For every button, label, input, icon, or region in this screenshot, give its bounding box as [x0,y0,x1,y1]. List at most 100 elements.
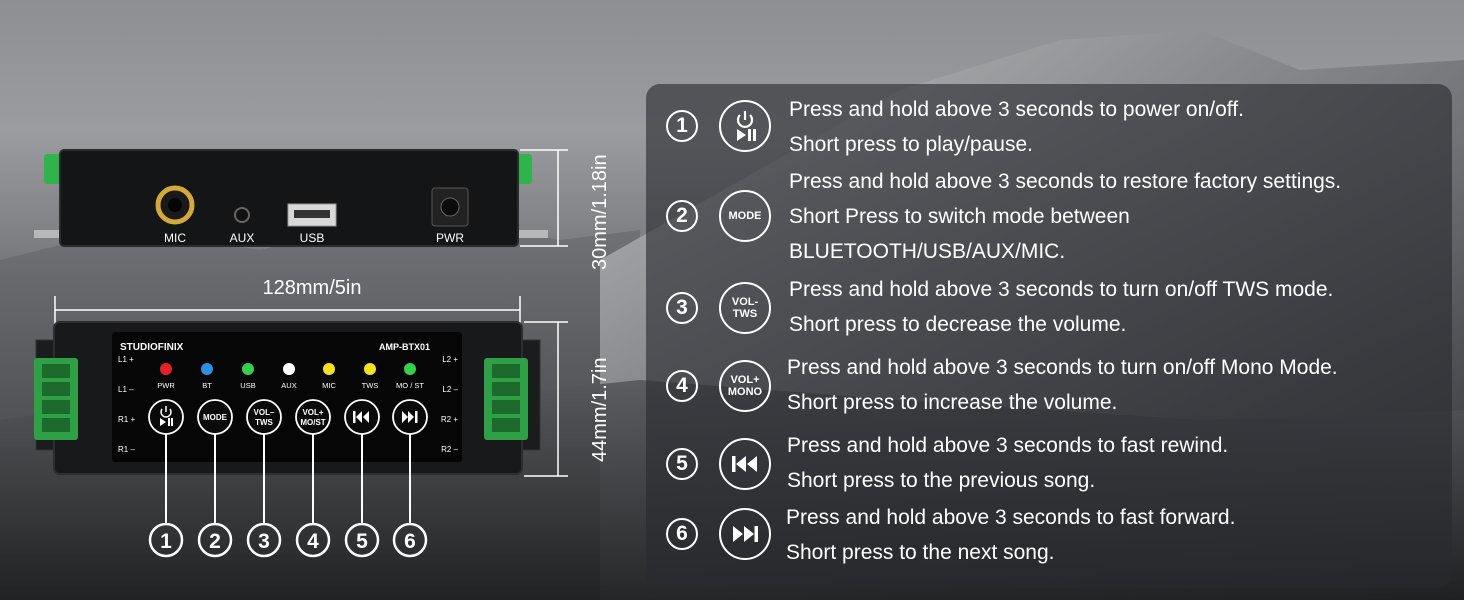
instruction-line: Short press to the next song. [786,541,1055,564]
terminal-label-r2n: R2 – [441,445,458,454]
led-mic [323,363,335,375]
instruction-line: Press and hold above 3 seconds to fast f… [786,506,1236,529]
front-view: STUDIOFINIX AMP-BTX01 L1 + L1 – R1 + R1 … [34,321,541,475]
height-top-label: 30mm/1.18in [589,154,611,270]
callout-number-4: 4 [307,530,319,553]
next-track-icon [402,411,418,423]
terminal-label-l1p: L1 + [118,355,134,364]
height-front-label: 44mm/1.7in [589,358,611,463]
callout-circle-4 [295,522,331,558]
led-pwr [160,363,172,375]
instruction-line: BLUETOOTH/USB/AUX/MIC. [789,240,1066,263]
instruction-row-3: 3 VOL- TWS Press and hold above 3 second… [646,272,1452,342]
led-usb [242,363,254,375]
instruction-number: 6 [666,518,698,550]
led-bt [201,363,213,375]
instruction-text: Press and hold above 3 seconds to power … [789,92,1244,162]
led-label-pwr: PWR [157,381,175,390]
terminal-label-l2n: L2 – [442,385,458,394]
front-vol-up-button[interactable] [295,399,331,435]
mode-button-icon: MODE [719,190,771,242]
button-label: VOL+ [730,374,760,386]
previous-track-icon [353,411,369,423]
width-label: 128mm/5in [263,277,362,299]
led-label-mo-st: MO / ST [396,381,424,390]
fast-forward-icon [719,508,771,560]
instruction-line: Press and hold above 3 seconds to fast r… [787,434,1229,457]
callout-circle-2 [197,522,233,558]
instruction-row-6: 6 Press and hold above 3 seconds to fast… [646,500,1452,570]
terminal-label-r2p: R2 + [441,415,458,424]
terminal-label-r1n: R1 – [118,445,135,454]
terminal-label-r1p: R1 + [118,415,135,424]
callout-circle-6 [392,522,428,558]
port-label-usb: USB [300,231,325,245]
instruction-row-1: 1 Press and hold above 3 seconds to powe… [646,92,1452,162]
instruction-line: Press and hold above 3 seconds to power … [789,98,1244,121]
port-label-pwr: PWR [436,231,464,245]
instruction-line: Press and hold above 3 seconds to turn o… [789,278,1334,301]
instruction-line: Short press to increase the volume. [787,391,1118,414]
front-tws-label: TWS [255,418,273,427]
instruction-line: Short press to play/pause. [789,133,1033,156]
led-label-tws: TWS [362,381,379,390]
callout-number-6: 6 [404,530,416,553]
instruction-text: Press and hold above 3 seconds to fast f… [786,500,1235,570]
port-label-mic: MIC [164,231,186,245]
side-view: MIC AUX USB PWR [34,149,548,247]
front-vol-up-label: VOL+ [302,408,323,417]
width-dimension [54,296,521,324]
instruction-panel: 1 Press and hold above 3 seconds to powe… [646,84,1452,588]
button-label: VOL- [731,296,759,308]
aux-jack-icon [234,207,250,223]
vol-down-tws-button-icon: VOL- TWS [719,282,771,334]
instruction-text: Press and hold above 3 seconds to turn o… [787,350,1338,420]
instruction-line: Short Press to switch mode between [789,205,1130,228]
led-aux [283,363,295,375]
model-label: AMP-BTX01 [379,342,430,352]
instruction-row-2: 2 MODE Press and hold above 3 seconds to… [646,164,1452,274]
button-label: TWS [732,308,758,320]
instruction-number: 1 [666,110,698,142]
instruction-line: Press and hold above 3 seconds to restor… [789,170,1342,193]
instruction-row-4: 4 VOL+ MONO Press and hold above 3 secon… [646,350,1452,420]
callout-number-1: 1 [160,530,172,553]
instruction-number: 2 [666,200,698,232]
instruction-line: Short press to decrease the volume. [789,313,1127,336]
height-dimension-front [524,321,568,477]
callout-circle-1 [148,522,184,558]
instruction-number: 3 [666,292,698,324]
terminal-label-l2p: L2 + [442,355,458,364]
instruction-line: Press and hold above 3 seconds to turn o… [787,356,1338,379]
right-terminal-block [484,358,528,440]
brand-label: STUDIOFINIX [120,342,184,353]
instruction-text: Press and hold above 3 seconds to restor… [789,164,1341,269]
led-label-mic: MIC [322,381,336,390]
led-label-bt: BT [202,381,212,390]
power-play-pause-icon [160,406,172,418]
callout-number-3: 3 [258,530,270,553]
callout-number-2: 2 [209,530,221,553]
port-label-aux: AUX [230,231,255,245]
front-mode-label: MODE [203,413,228,422]
callout-number-5: 5 [356,530,368,553]
instruction-number: 5 [666,448,698,480]
instruction-text: Press and hold above 3 seconds to turn o… [789,272,1333,342]
height-dimension-top [520,149,568,247]
front-vol-down-label: VOL– [254,408,275,417]
led-label-usb: USB [240,381,255,390]
terminal-label-l1n: L1 – [118,385,134,394]
power-play-pause-icon [719,100,771,152]
rewind-icon [719,438,771,490]
left-terminal-block [34,358,78,440]
led-tws [364,363,376,375]
instruction-row-5: 5 Press and hold above 3 seconds to fast… [646,428,1452,498]
instruction-text: Press and hold above 3 seconds to fast r… [787,428,1228,498]
callout-circle-5 [344,522,380,558]
led-mo-st [404,363,416,375]
button-label: MODE [728,210,762,222]
device-illustration: MIC AUX USB PWR 30mm/1.18in 128mm/5in [34,149,611,558]
front-vol-down-button[interactable] [246,399,282,435]
instruction-line: Short press to the previous song. [787,469,1096,492]
vol-up-mono-button-icon: VOL+ MONO [719,360,771,412]
